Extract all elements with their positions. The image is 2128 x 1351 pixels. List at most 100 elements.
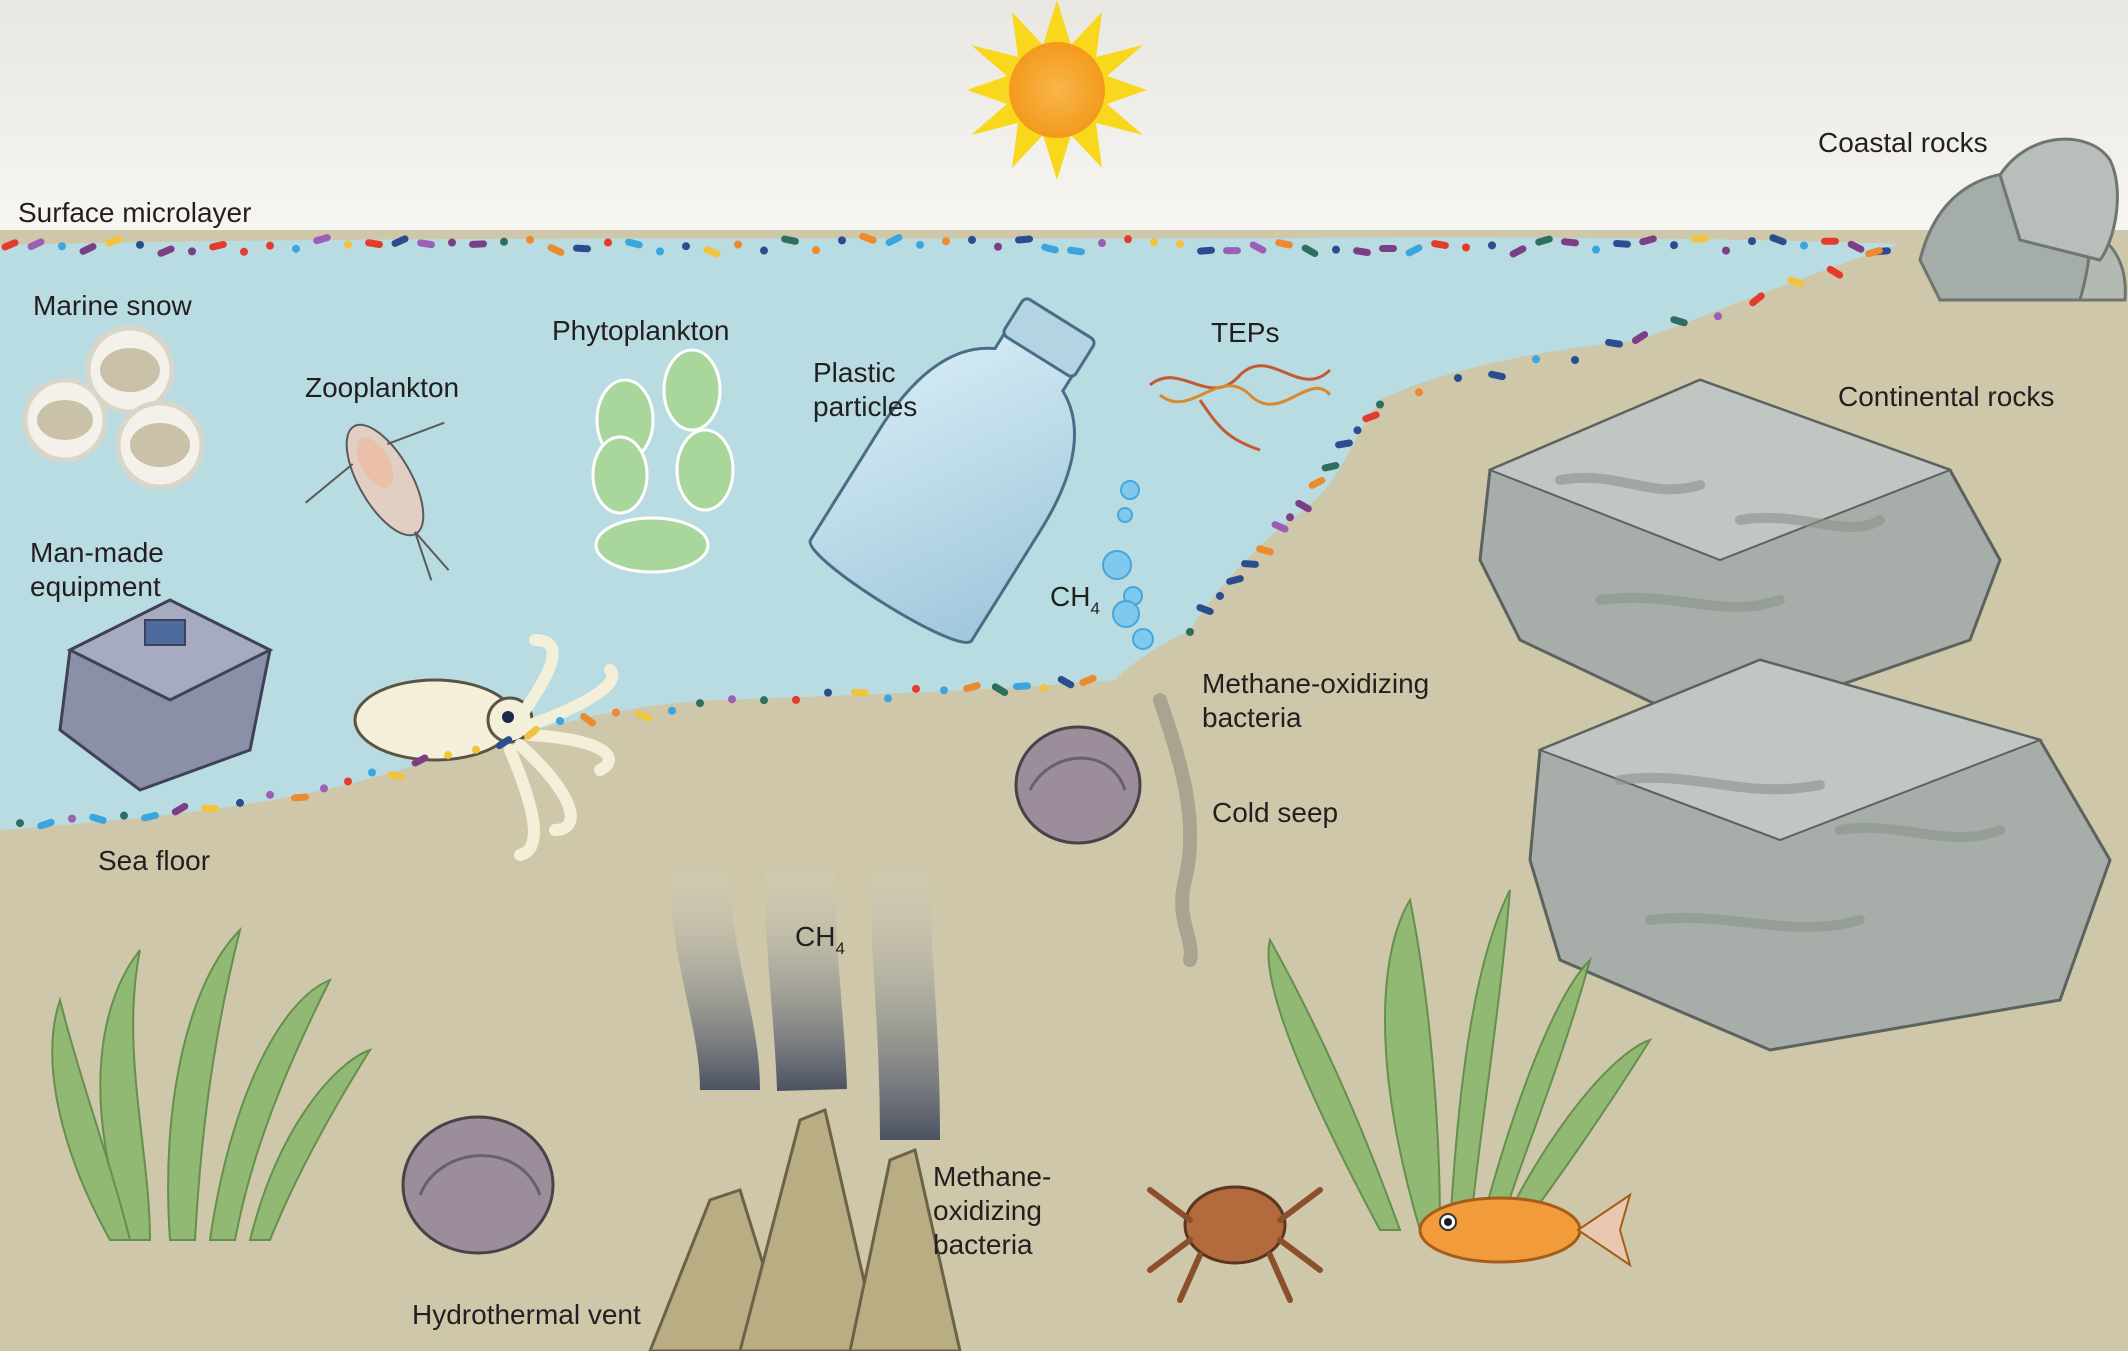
bacterium-rod: [1431, 240, 1449, 249]
bacterium-coccus: [58, 242, 66, 251]
bacterium-rod: [1013, 682, 1031, 690]
label-coastal-rocks: Coastal rocks: [1818, 127, 1988, 158]
bacterium-coccus: [1124, 235, 1132, 244]
bacterium-rod: [37, 818, 55, 830]
bacterium-rod: [141, 811, 159, 822]
bacterium-rod: [573, 244, 591, 253]
bacterium-coccus: [668, 706, 676, 715]
bacterium-rod: [1826, 265, 1844, 279]
bacterium-coccus: [1532, 355, 1540, 364]
seagrass-right: [1267, 889, 1653, 1231]
bacterium-rod: [1353, 247, 1371, 256]
bacterium-rod: [495, 736, 513, 750]
bacterium-rod: [703, 246, 721, 258]
bacterium-rod: [1226, 575, 1244, 585]
bacterium-rod: [1041, 243, 1059, 254]
bacterium-rod: [1613, 239, 1631, 248]
zooplankton: [305, 421, 450, 581]
bacterium-rod: [851, 688, 869, 697]
bacterium-rod: [1241, 560, 1259, 568]
bacterium-coccus: [734, 240, 742, 249]
label-methane-oxidizing-line1: Methane-oxidizing: [1202, 668, 1429, 699]
bacterium-coccus: [236, 798, 244, 807]
bacterium-coccus: [916, 240, 924, 249]
label-hydrothermal-vent: Hydrothermal vent: [412, 1299, 641, 1330]
bacterium-rod: [1631, 331, 1649, 344]
bacterium-coccus: [556, 716, 564, 725]
bacterium-coccus: [1571, 355, 1579, 364]
label-teps: TEPs: [1211, 317, 1279, 348]
bacterium-rod: [1691, 235, 1709, 243]
bacterium-coccus: [968, 235, 976, 244]
bacterium-rod: [171, 802, 189, 816]
bacterium-rod: [1509, 245, 1527, 258]
bacterium-rod: [625, 238, 643, 249]
bacterium-coccus: [1186, 627, 1194, 636]
bacterium-coccus: [1670, 241, 1678, 250]
bacterium-rod: [1301, 244, 1319, 258]
bacterium-coccus: [188, 247, 196, 256]
bacterium-coccus: [1722, 246, 1730, 255]
coastal-rocks: [1918, 137, 2127, 302]
bacterium-coccus: [68, 814, 76, 823]
marine-snow: [22, 325, 205, 490]
bacterium-coccus: [1592, 245, 1600, 254]
bacterium-coccus: [1040, 684, 1048, 693]
bacterium-coccus: [1353, 426, 1362, 435]
bacterium-coccus: [1748, 237, 1756, 246]
bacterium-coccus: [994, 242, 1002, 251]
bacterium-rod: [1079, 674, 1097, 686]
bacterium-rod: [417, 239, 435, 249]
bacterium-rod: [1787, 276, 1805, 288]
bacterium-coccus: [1800, 241, 1808, 250]
label-vent-methane-line1: Methane-: [933, 1161, 1051, 1192]
bacterium-coccus: [1286, 513, 1294, 522]
bacterium-rod: [1275, 239, 1293, 249]
bacterium-coccus: [16, 819, 24, 828]
bacterium-coccus: [1462, 243, 1470, 252]
bacterium-rod: [1670, 316, 1688, 327]
bacterium-coccus: [792, 695, 800, 704]
bacterium-coccus: [604, 238, 612, 247]
bacterium-coccus: [1332, 245, 1340, 254]
bacterium-coccus: [884, 694, 892, 703]
bacterium-rod: [1379, 244, 1397, 253]
hydrothermal-vents: [648, 869, 962, 1351]
bacterium-coccus: [1176, 240, 1184, 249]
bacterium-coccus: [344, 777, 352, 786]
bacterium-rod: [991, 683, 1009, 696]
clam-upper: [1014, 725, 1142, 845]
bacterium-rod: [1769, 234, 1787, 246]
continental-rock-upper: [1478, 378, 2002, 732]
bacterium-coccus: [136, 240, 144, 249]
bacterium-coccus: [812, 246, 820, 255]
bacterium-rod: [524, 725, 540, 740]
bacterium-rod: [1321, 462, 1340, 472]
sun-icon: [967, 0, 1147, 180]
bacterium-coccus: [500, 237, 508, 246]
man-made-equipment: [58, 598, 274, 792]
label-phytoplankton: Phytoplankton: [552, 315, 729, 346]
fish: [1418, 1192, 1632, 1268]
plastic-bottle: [808, 297, 1096, 644]
bacterium-coccus: [292, 244, 300, 253]
bacterium-rod: [1847, 240, 1865, 253]
bacterium-rod: [580, 712, 596, 727]
bacterium-rod: [1295, 499, 1312, 513]
clam-lower: [401, 1115, 555, 1255]
bacterium-coccus: [1488, 241, 1496, 250]
phytoplankton: [591, 348, 735, 574]
label-ch4-upper-main: CH: [1050, 581, 1090, 612]
label-ch4-upper-subscript: 4: [1090, 599, 1099, 618]
bacterium-rod: [1488, 370, 1506, 381]
bacterium-rod: [1057, 675, 1075, 689]
label-continental-rocks: Continental rocks: [1838, 381, 2054, 412]
bacterium-rod: [291, 793, 309, 802]
label-zooplankton: Zooplankton: [305, 372, 459, 403]
seagrass-left: [51, 926, 373, 1241]
bacterium-rod: [1, 239, 19, 251]
bacterium-coccus: [120, 811, 128, 820]
bacterium-rod: [391, 235, 409, 247]
label-ch4-upper: CH4: [1050, 581, 1100, 618]
